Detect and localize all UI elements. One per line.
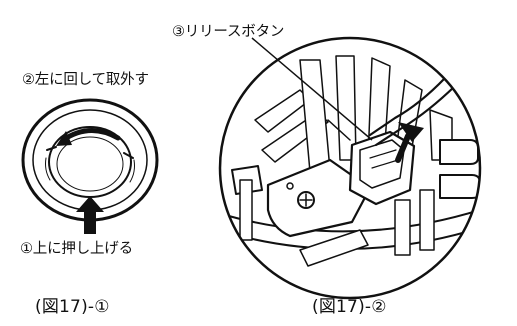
- figure-17-1-caption: (図17)-①: [35, 297, 110, 317]
- step-3-release-button-label: ③リリースボタン: [172, 24, 285, 40]
- rotate-left-arrow-icon: [56, 128, 121, 146]
- push-up-arrow-icon: [76, 196, 104, 234]
- release-leader-line: [251, 37, 373, 141]
- detail-circle-border: [218, 36, 482, 300]
- detail-drawing: [224, 55, 480, 267]
- step-2-rotate-label: ②左に回して取外す: [22, 72, 149, 88]
- cap-inner-rim: [32, 109, 148, 211]
- step-1-push-label: ①上に押し上げる: [20, 241, 133, 257]
- press-release-arrow-icon: [395, 122, 424, 163]
- figure-17-2-caption: (図17)-②: [312, 297, 387, 317]
